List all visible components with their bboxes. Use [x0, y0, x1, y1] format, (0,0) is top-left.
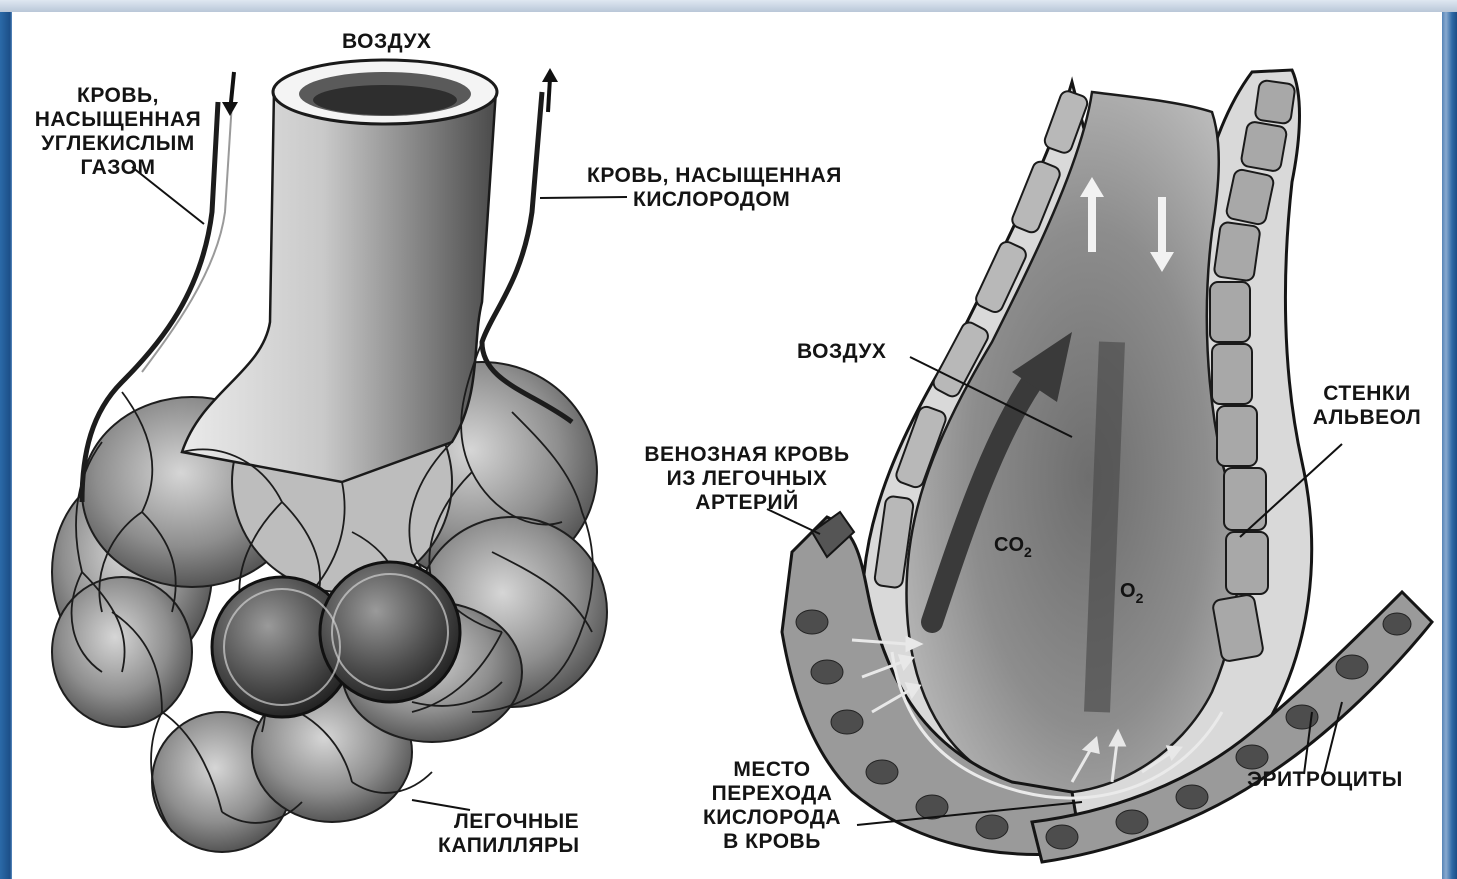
label-line: КРОВЬ,: [18, 84, 218, 108]
bronchiole-lumen-shadow: [313, 85, 457, 115]
label-line: МЕСТО: [682, 758, 862, 782]
diagram-panel: ВОЗДУХ КРОВЬ, НАСЫЩЕННАЯ УГЛЕКИСЛЫМ ГАЗО…: [12, 12, 1442, 879]
label-line: АРТЕРИЙ: [622, 491, 872, 515]
label-venous-blood: ВЕНОЗНАЯ КРОВЬ ИЗ ЛЕГОЧНЫХ АРТЕРИЙ: [622, 443, 872, 515]
o2-subscript: 2: [1136, 590, 1144, 606]
label-erythrocytes: ЭРИТРОЦИТЫ: [1247, 768, 1403, 792]
up-arrow-head-icon: [542, 68, 558, 82]
label-o2: O2: [1120, 580, 1143, 603]
label-alveoli-walls: СТЕНКИ АЛЬВЕОЛ: [1292, 382, 1442, 430]
alveolus-section: [320, 562, 460, 702]
label-line: ЛЕГОЧНЫЕ: [438, 810, 580, 834]
label-line: КИСЛОРОДОМ: [587, 188, 842, 212]
label-air-alveolus: ВОЗДУХ: [797, 340, 886, 364]
slide-top-border: [0, 0, 1457, 12]
label-line: КИСЛОРОДА: [682, 806, 862, 830]
label-lung-capillaries: ЛЕГОЧНЫЕ КАПИЛЛЯРЫ: [438, 810, 580, 858]
alveolus-cavity: [906, 92, 1237, 793]
label-line: НАСЫЩЕННАЯ: [18, 108, 218, 132]
label-line: КАПИЛЛЯРЫ: [438, 834, 580, 858]
label-line: В КРОВЬ: [682, 830, 862, 854]
label-line: ВЕНОЗНАЯ КРОВЬ: [622, 443, 872, 467]
label-line: КРОВЬ, НАСЫЩЕННАЯ: [587, 164, 842, 188]
label-line: СТЕНКИ: [1292, 382, 1442, 406]
label-air-top: ВОЗДУХ: [342, 30, 431, 54]
label-line: АЛЬВЕОЛ: [1292, 406, 1442, 430]
label-blood-o2: КРОВЬ, НАСЫЩЕННАЯ КИСЛОРОДОМ: [587, 164, 842, 212]
oxygen-diffusion-band: [1097, 342, 1112, 712]
down-arrow-head-icon: [222, 102, 238, 116]
co2-subscript: 2: [1024, 544, 1032, 560]
label-line: ГАЗОМ: [18, 156, 218, 180]
label-line: УГЛЕКИСЛЫМ: [18, 132, 218, 156]
label-blood-co2: КРОВЬ, НАСЫЩЕННАЯ УГЛЕКИСЛЫМ ГАЗОМ: [18, 84, 218, 180]
o2-base: O: [1120, 580, 1136, 602]
up-arrow-icon: [548, 78, 550, 112]
co2-base: CO: [994, 534, 1024, 556]
label-line: ПЕРЕХОДА: [682, 782, 862, 806]
label-line: ИЗ ЛЕГОЧНЫХ: [622, 467, 872, 491]
label-co2: CO2: [994, 534, 1032, 557]
alveolus-cross-section: [782, 70, 1432, 862]
label-exchange-site: МЕСТО ПЕРЕХОДА КИСЛОРОДА В КРОВЬ: [682, 758, 862, 854]
